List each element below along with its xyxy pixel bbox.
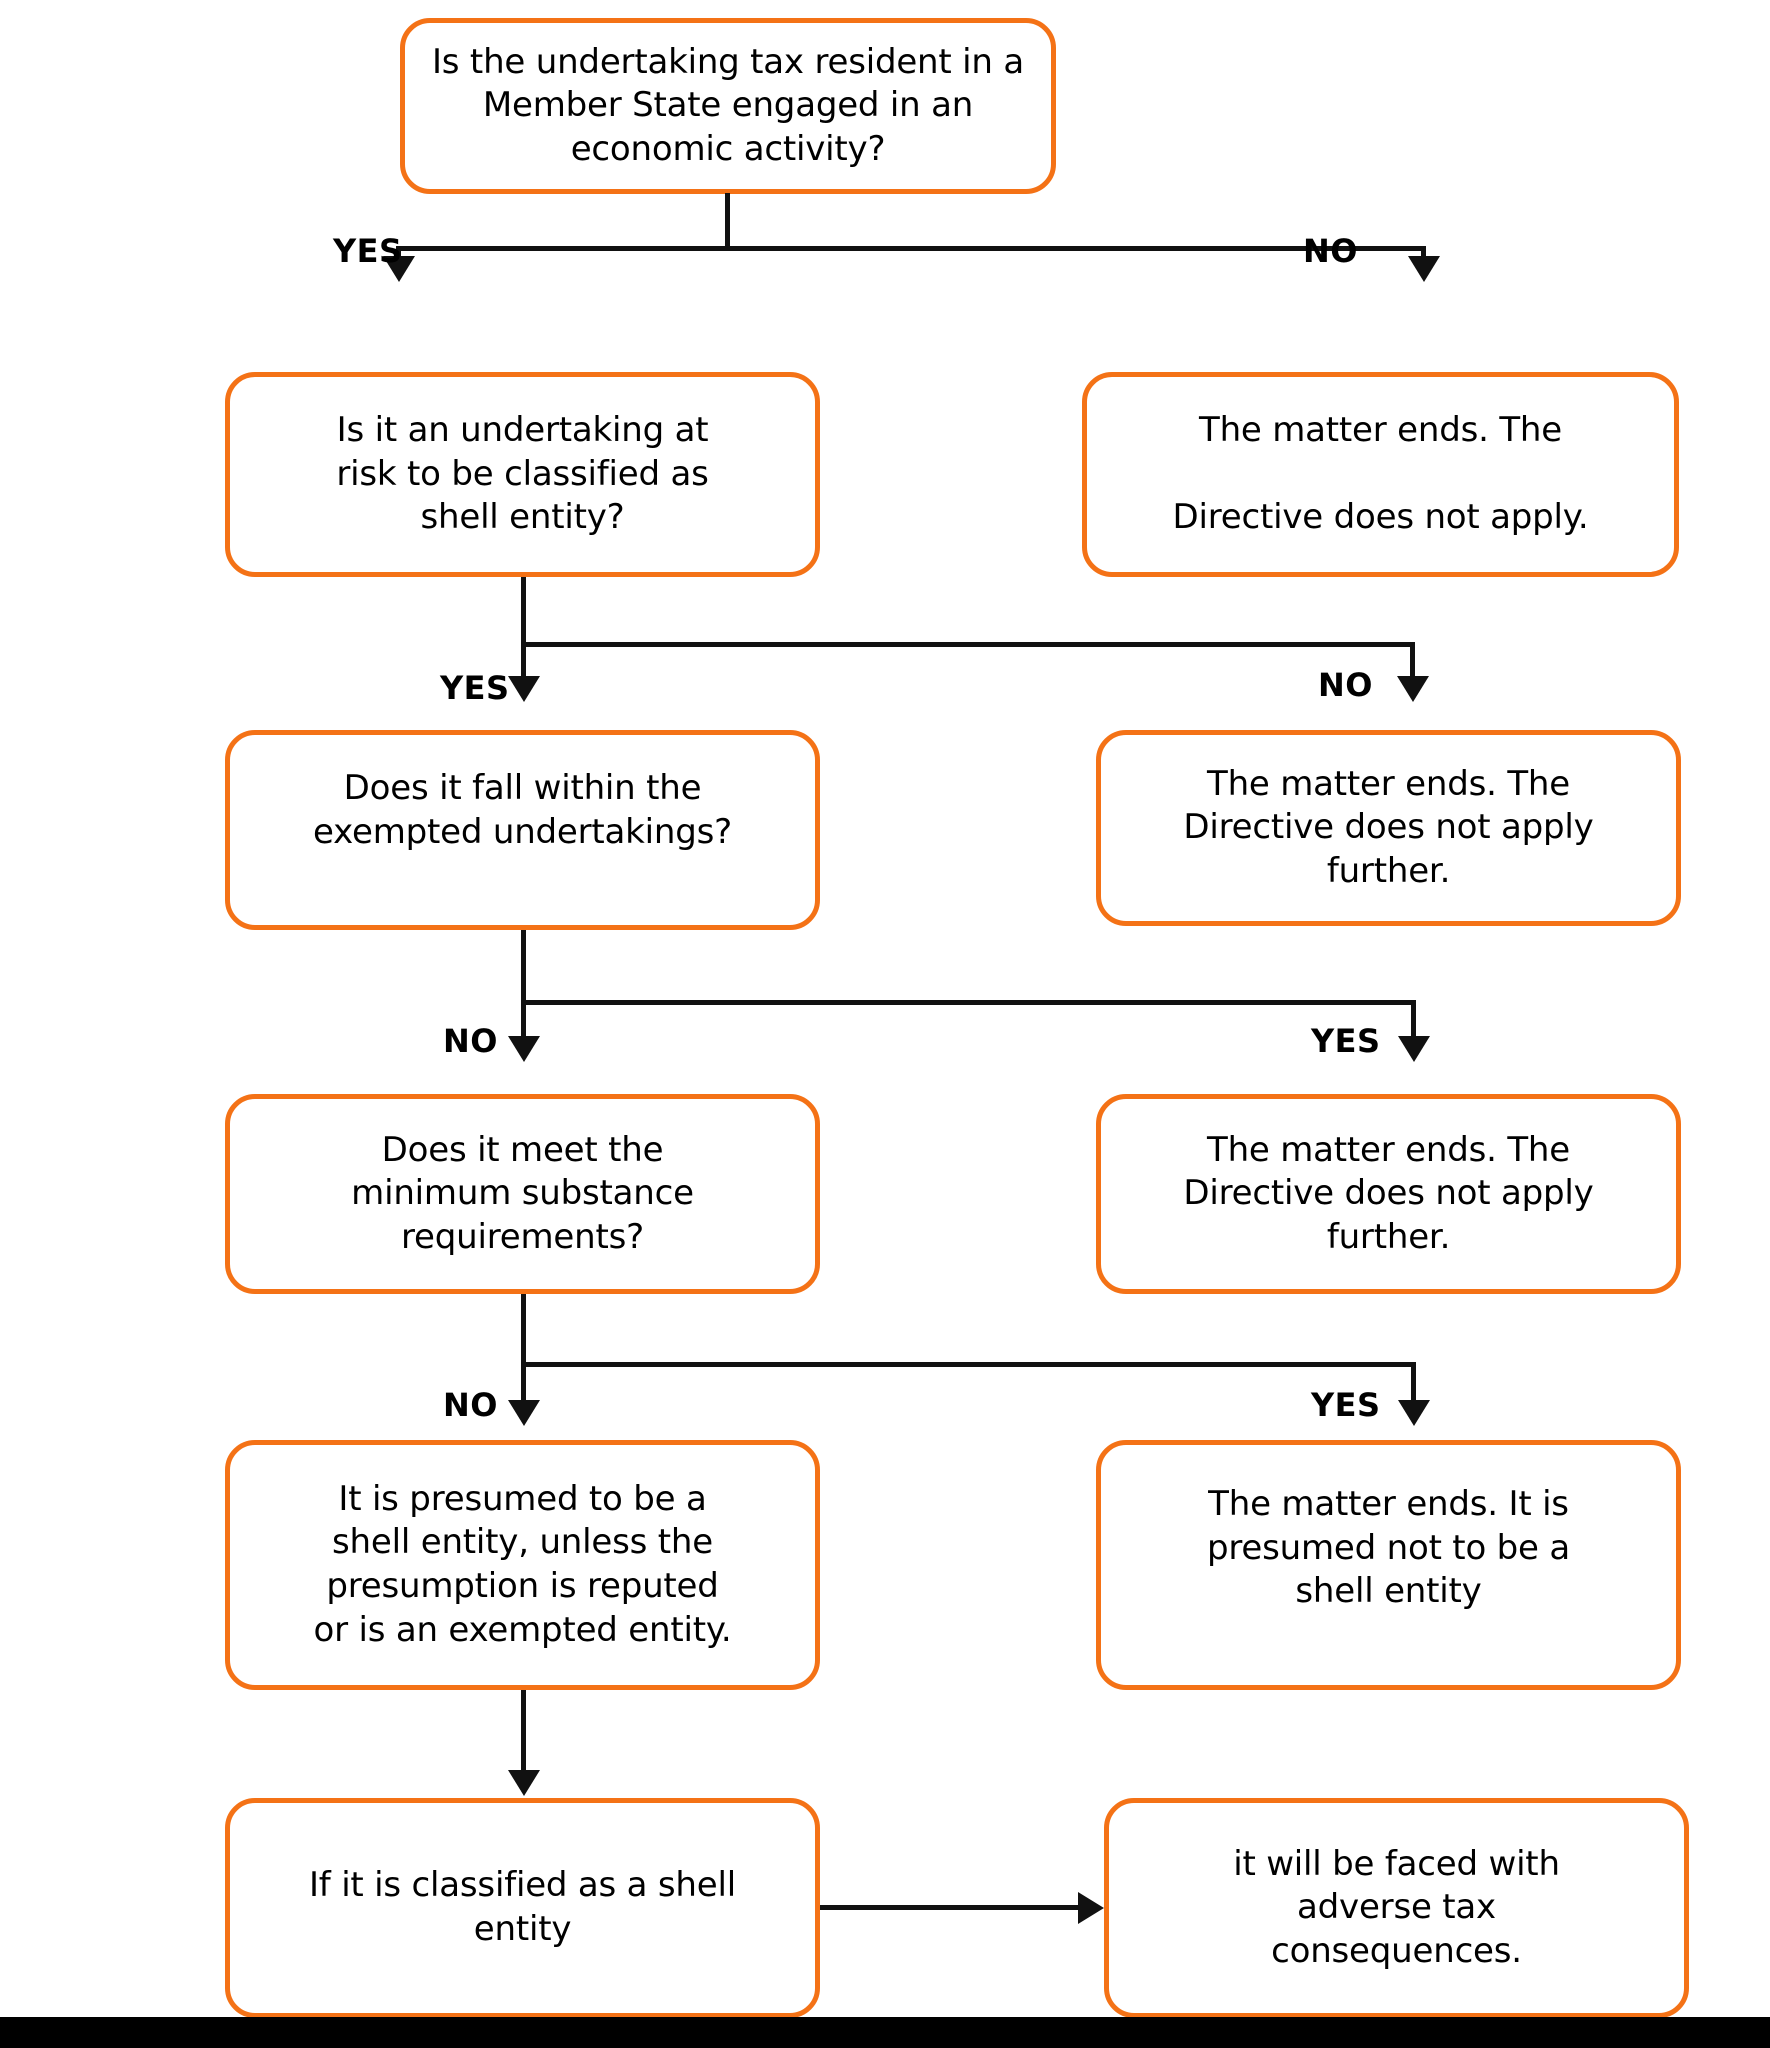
connector-q3-stem [521, 930, 526, 1000]
connector-classified-to-consequence [820, 1905, 1084, 1910]
edge-label-q4-no: NO [443, 1386, 498, 1424]
node-q3-label: Does it fall within the exempted underta… [312, 768, 733, 852]
node-classified: If it is classified as a shell entity [225, 1798, 820, 2018]
edge-label-q4-yes: YES [1311, 1386, 1381, 1424]
arrow-presumed-to-classified [508, 1770, 540, 1796]
arrow-q1-no [1408, 256, 1440, 282]
node-presumed-label: It is presumed to be a shell entity, unl… [313, 1478, 732, 1650]
node-end4: The matter ends. It is presumed not to b… [1096, 1440, 1681, 1690]
arrow-q3-yes [1398, 1036, 1430, 1062]
arrow-q1-yes [383, 256, 415, 282]
arrow-q4-yes [1398, 1400, 1430, 1426]
connector-q3-no-drop [521, 1000, 526, 1048]
connector-q4-yes-drop [1411, 1362, 1416, 1412]
arrow-q4-no [508, 1400, 540, 1426]
connector-q3-split [521, 1000, 1416, 1005]
node-end4-label: The matter ends. It is presumed not to b… [1207, 1484, 1570, 1612]
edge-label-q2-yes: YES [440, 669, 510, 707]
connector-q2-stem [521, 577, 526, 647]
edge-label-q2-no: NO [1318, 666, 1373, 704]
edge-label-q1-yes: YES [333, 232, 403, 270]
node-end1-label: The matter ends. The Directive does not … [1172, 410, 1589, 538]
node-presumed: It is presumed to be a shell entity, unl… [225, 1440, 820, 1690]
node-q1-label: Is the undertaking tax resident in a Mem… [431, 41, 1024, 169]
connector-q2-yes-drop [521, 642, 526, 682]
connector-q1-split [396, 246, 1426, 251]
connector-q4-stem [521, 1294, 526, 1366]
arrow-classified-to-consequence [1078, 1892, 1104, 1924]
node-end3-label: The matter ends. The Directive does not … [1183, 1129, 1594, 1257]
connector-q2-no-drop [1410, 642, 1415, 682]
node-end3: The matter ends. The Directive does not … [1096, 1094, 1681, 1294]
connector-q1-stem [725, 193, 730, 249]
node-classified-label: If it is classified as a shell entity [308, 1865, 736, 1949]
node-consequence: it will be faced with adverse tax conseq… [1104, 1798, 1689, 2018]
node-q1: Is the undertaking tax resident in a Mem… [400, 18, 1056, 194]
node-q2-label: Is it an undertaking at risk to be class… [336, 410, 709, 538]
edge-label-q3-yes: YES [1311, 1022, 1381, 1060]
connector-q3-yes-drop [1411, 1000, 1416, 1048]
node-q3: Does it fall within the exempted underta… [225, 730, 820, 930]
arrow-q2-no [1397, 676, 1429, 702]
connector-q2-split [521, 642, 1415, 647]
node-q4: Does it meet the minimum substance requi… [225, 1094, 820, 1294]
connector-q4-no-drop [521, 1362, 526, 1412]
node-consequence-label: it will be faced with adverse tax conseq… [1233, 1843, 1560, 1971]
edge-label-q1-no: NO [1303, 232, 1358, 270]
connector-q4-split [521, 1362, 1416, 1367]
footer-bar [0, 2017, 1770, 2048]
node-end1: The matter ends. The Directive does not … [1082, 372, 1679, 577]
node-end2: The matter ends. The Directive does not … [1096, 730, 1681, 926]
arrow-q2-yes [508, 676, 540, 702]
edge-label-q3-no: NO [443, 1022, 498, 1060]
node-q4-label: Does it meet the minimum substance requi… [351, 1129, 694, 1257]
node-end2-label: The matter ends. The Directive does not … [1183, 763, 1594, 891]
connector-presumed-stem [521, 1690, 526, 1776]
node-q2: Is it an undertaking at risk to be class… [225, 372, 820, 577]
arrow-q3-no [508, 1036, 540, 1062]
